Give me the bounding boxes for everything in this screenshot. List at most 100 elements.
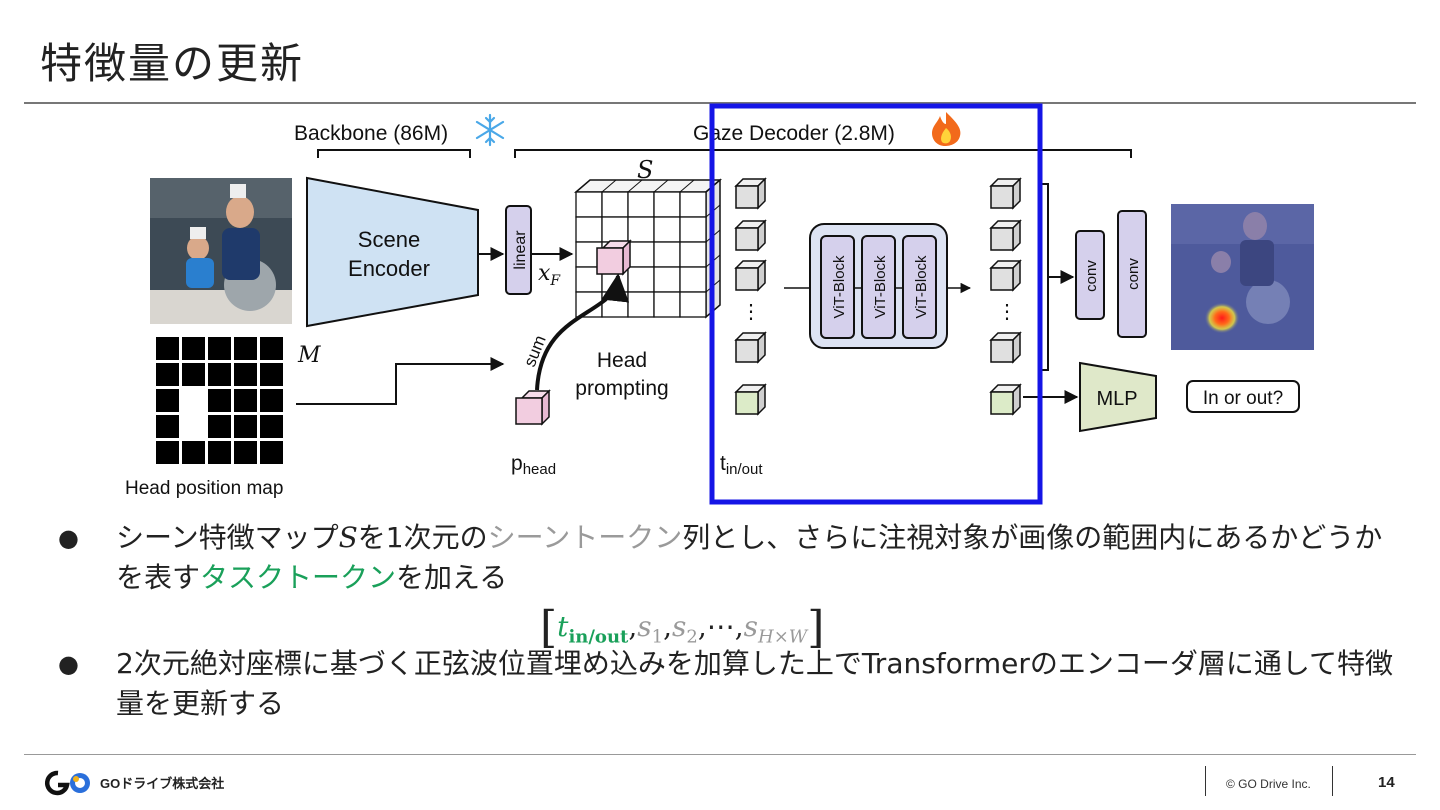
scene-encoder-block [306, 176, 479, 328]
bullet-list: ● シーン特徴マップSを1次元のシーントークン列とし、さらに注視対象が画像の範囲… [50, 518, 1410, 724]
head-map-cell [182, 389, 205, 412]
grid-top-line [601, 179, 617, 193]
grid-cell [679, 191, 707, 218]
head-map-cell [156, 415, 179, 438]
gaze-decoder-bracket [514, 149, 1132, 158]
grid-cell [679, 266, 707, 293]
grid-top-line [627, 179, 643, 193]
formula-t-sub: in/out [568, 626, 629, 648]
footer-copyright: © GO Drive Inc. [1226, 777, 1311, 791]
vit-block-label: ViT-Block [872, 255, 889, 319]
head-map-cell [208, 441, 231, 464]
token-sequence-formula: [tin/out,s1,s2,⋯,sH×W] [540, 602, 824, 653]
bullet-1: ● シーン特徴マップSを1次元のシーントークン列とし、さらに注視対象が画像の範囲… [50, 518, 1410, 598]
head-map-cell [260, 363, 283, 386]
s-label: S [637, 156, 653, 184]
scene-token-cube [989, 331, 1022, 364]
go-logo [42, 768, 94, 798]
conv-label-1: conv [1083, 260, 1100, 292]
flame-icon [932, 112, 961, 146]
head-map-cell [156, 441, 179, 464]
grid-cell [575, 191, 603, 218]
formula-open-bracket: [ [540, 602, 558, 653]
formula-comma: , [734, 610, 744, 643]
grid-cell [627, 216, 655, 243]
output-token-column [989, 177, 1022, 416]
scene-token-cube [734, 331, 767, 364]
footer-divider [24, 754, 1416, 755]
vit-block [820, 235, 855, 339]
bullet-2: ● 2次元絶対座標に基づく正弦波位置埋め込みを加算した上でTransformer… [50, 644, 1410, 724]
grid-cell [679, 291, 707, 318]
bullet-dot-1: ● [58, 524, 79, 552]
bullet-1-scene-token: シーントークン [487, 521, 683, 554]
linear-layer [505, 205, 532, 295]
head-map-cell [208, 337, 231, 360]
head-prompting-label-line1: Head [597, 349, 647, 372]
input-token-column [734, 177, 767, 416]
mlp-label: MLP [1096, 388, 1137, 410]
backbone-bracket [317, 149, 471, 158]
formula-s2: s [671, 610, 687, 643]
bullet-1-task-token: タスクトークン [200, 561, 397, 594]
m-label: M [297, 343, 321, 368]
grid-cell [601, 291, 629, 318]
grid-cell [601, 216, 629, 243]
conv-label-2: conv [1125, 258, 1142, 290]
formula-ellipsis: ⋯ [706, 610, 735, 643]
task-token-cube [989, 383, 1022, 416]
vit-block-label: ViT-Block [831, 255, 848, 319]
conv-block-2 [1117, 210, 1147, 338]
head-map-cell [208, 389, 231, 412]
decoder-highlight-box [709, 103, 1043, 505]
head-map-cell [182, 441, 205, 464]
footer-company-name: GOドライブ株式会社 [100, 776, 225, 791]
formula-s2-sub: 2 [686, 626, 698, 648]
grid-top-line [679, 179, 695, 193]
formula-comma: , [663, 610, 672, 643]
bullet-1-text-a: シーン特徴マップ [116, 521, 339, 554]
scene-input-image [150, 178, 292, 324]
snowflake-icon [475, 113, 505, 147]
sum-arrow [535, 273, 630, 391]
grid-cell [653, 191, 681, 218]
vit-block-label: ViT-Block [913, 255, 930, 319]
slide-title: 特徴量の更新 [40, 39, 305, 88]
right-ellipsis: ⋮ [997, 301, 1017, 323]
grid-cell [653, 241, 681, 268]
grid-cell [653, 266, 681, 293]
scene-token-cube [989, 259, 1022, 292]
head-map-cell [234, 415, 257, 438]
head-position-map-label: Head position map [125, 478, 283, 499]
head-map-cell [208, 415, 231, 438]
vit-block [902, 235, 937, 339]
head-map-cell [156, 389, 179, 412]
title-divider [24, 102, 1416, 104]
architecture-diagram: Backbone (86M) Gaze Decoder (2.8M) Head … [125, 103, 1314, 505]
formula-sn-sub: H×W [758, 626, 808, 648]
footer-separator-left [1205, 766, 1206, 796]
scene-token-cube [734, 259, 767, 292]
head-map-cell [234, 363, 257, 386]
left-ellipsis: ⋮ [741, 301, 761, 323]
footer-separator-right [1332, 766, 1333, 796]
bullet-dot-2: ● [58, 650, 79, 678]
head-map-cell [234, 441, 257, 464]
head-prompting-label-line2: prompting [575, 377, 668, 400]
head-map-cell [156, 337, 179, 360]
linear-label: linear [512, 230, 529, 270]
grid-cell [653, 291, 681, 318]
head-map-cell [208, 363, 231, 386]
bullet-1-text-b: を1次元の [357, 521, 488, 554]
grid-cell [627, 266, 655, 293]
in-or-out-label: In or out? [1203, 388, 1283, 409]
formula-s1-sub: 1 [651, 626, 664, 648]
bullet-1-text-c: 列とし、さらに注視対象が画像の範囲内にあるかどうかを表す [116, 521, 1383, 594]
grid-cell [679, 216, 707, 243]
go-logo-mark [45, 770, 90, 796]
mlp-block [1079, 361, 1157, 433]
grid-cell [575, 216, 603, 243]
p-head-token [515, 389, 551, 426]
formula-close-bracket: ] [807, 602, 825, 653]
head-map-cell [260, 389, 283, 412]
